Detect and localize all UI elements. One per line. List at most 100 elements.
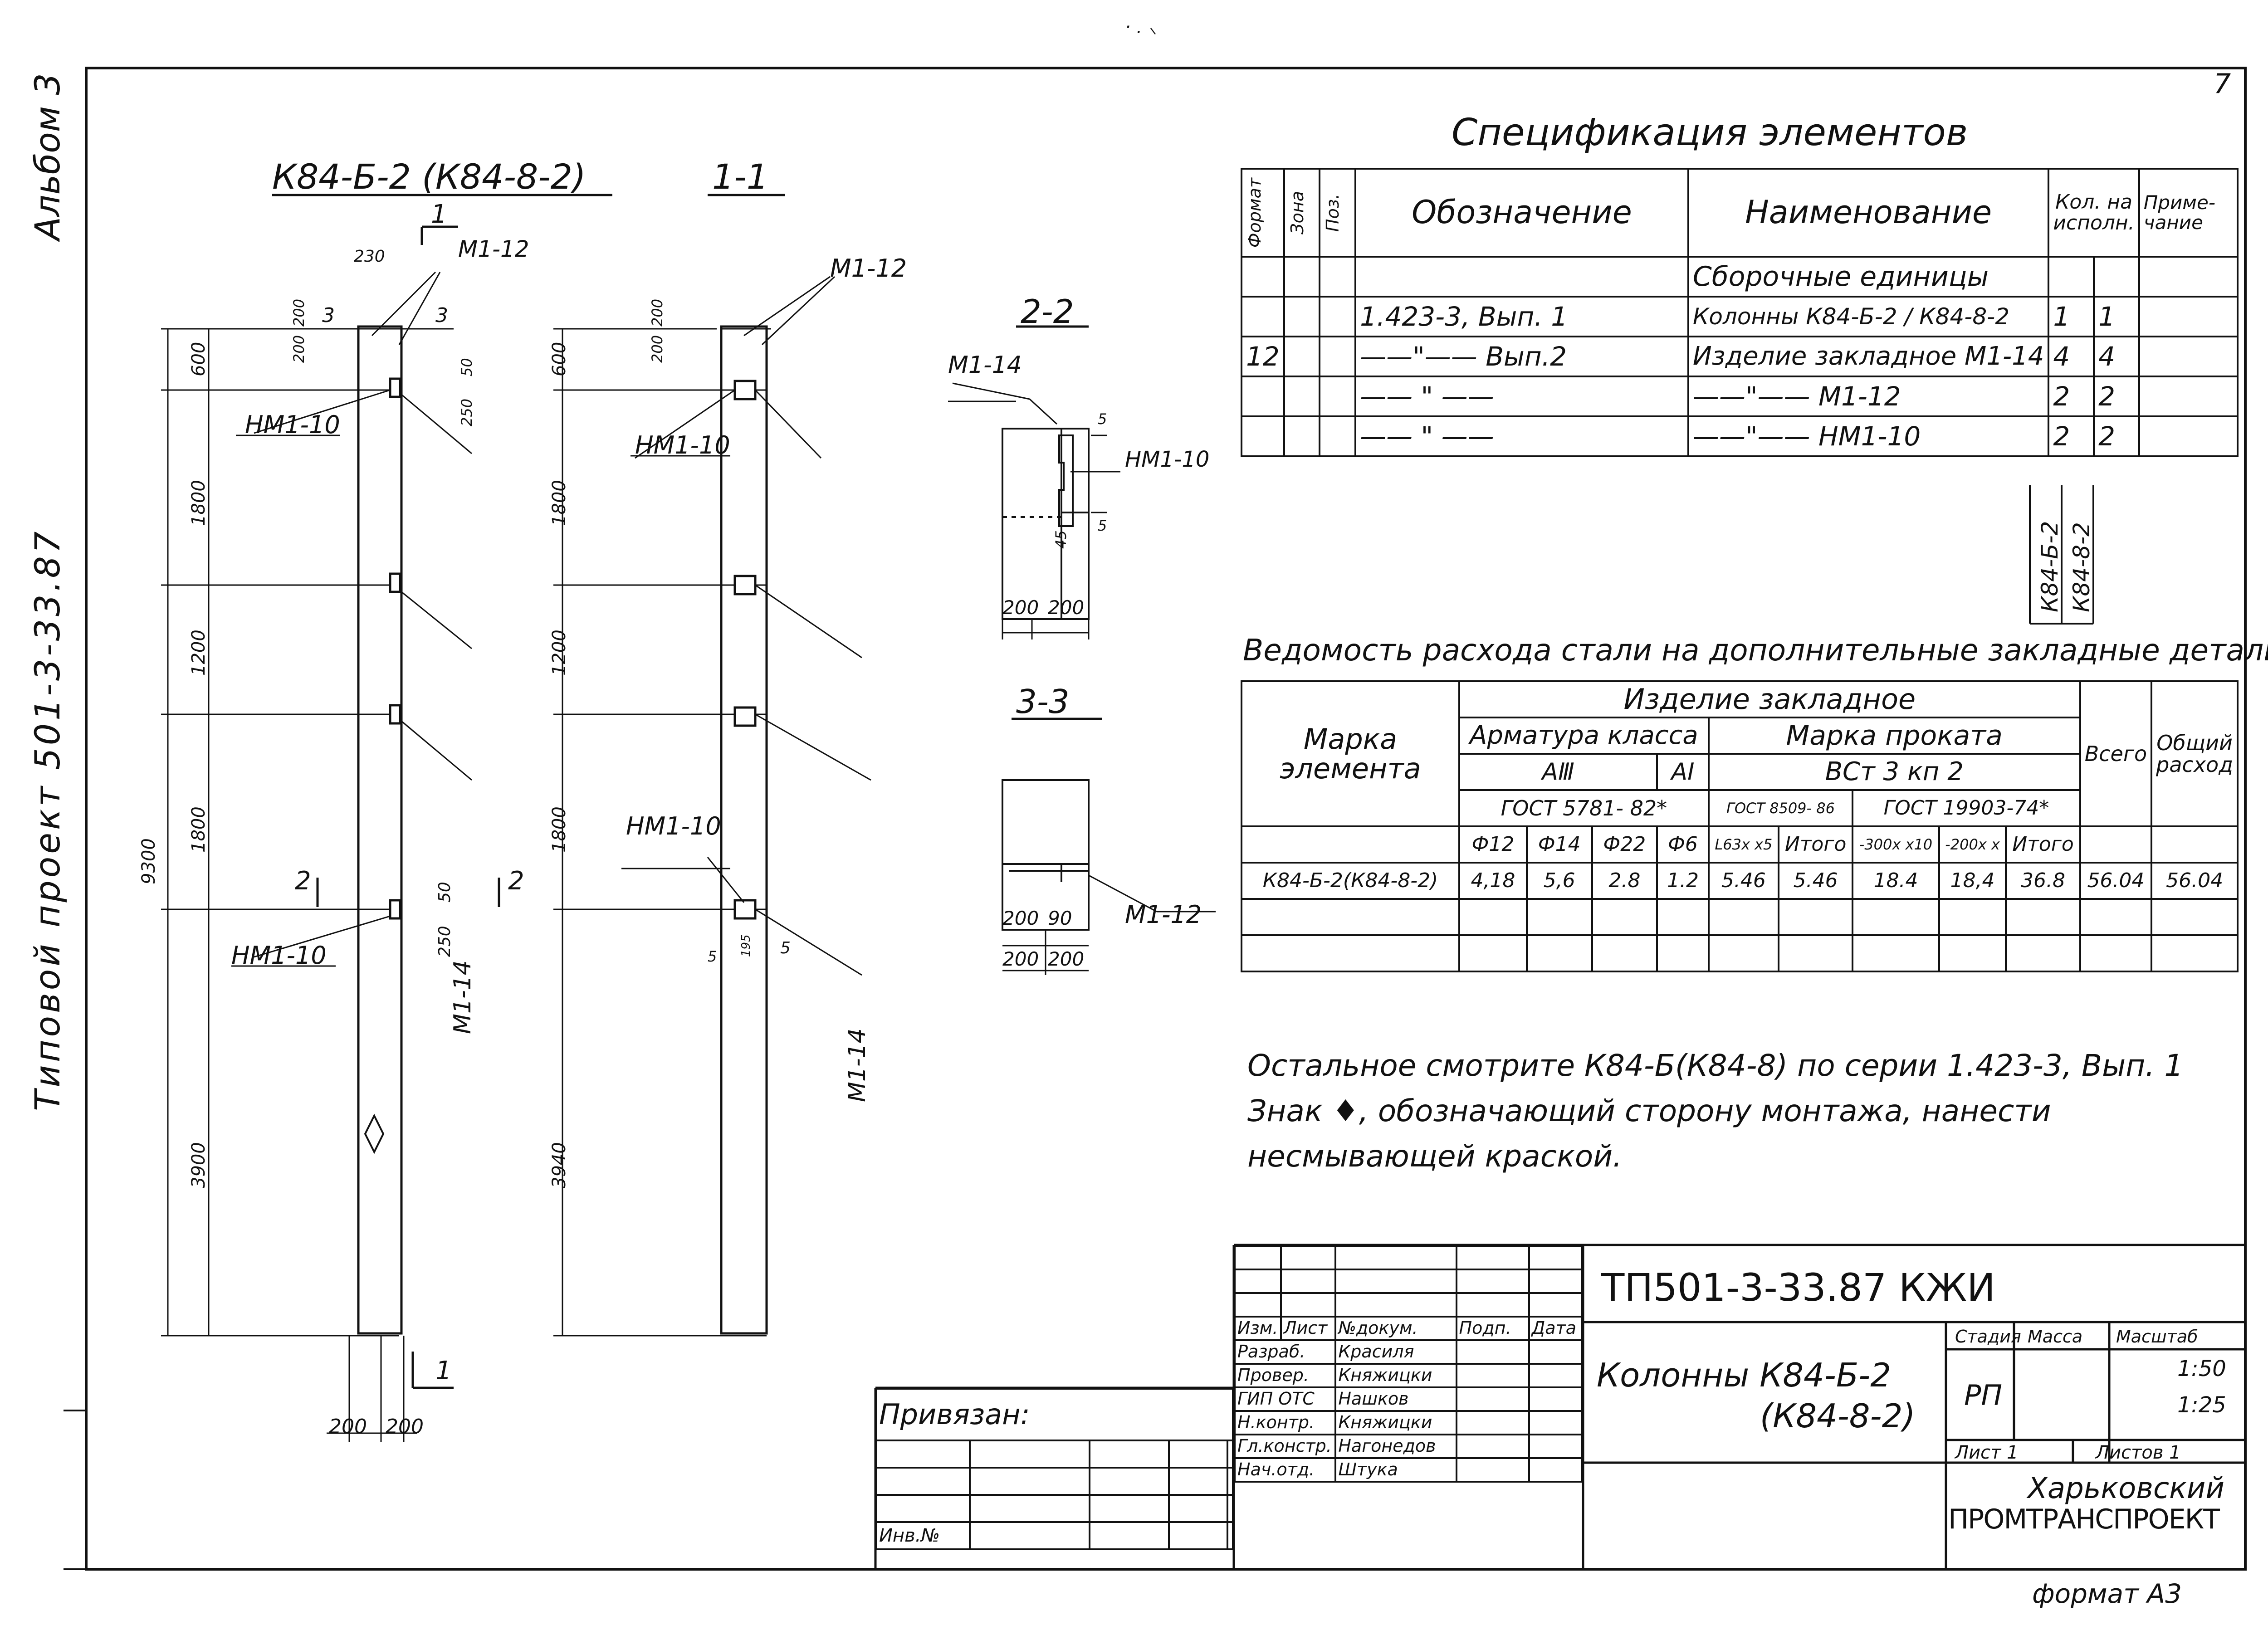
mark-m1-14-22: М1-14 bbox=[948, 351, 1022, 379]
spec-row: Сборочные единицы bbox=[1241, 256, 2239, 298]
steel-h-overall: Общий расход bbox=[2151, 680, 2239, 827]
cut-number-2-left: 2 bbox=[295, 866, 311, 896]
dim-200-e: 200 bbox=[1002, 596, 1039, 619]
steel-h-gost1: ГОСТ 5781- 82* bbox=[1458, 789, 1710, 827]
spec-h-name: Наименование bbox=[1687, 168, 2050, 258]
sig-row: Разраб.Красиля bbox=[1233, 1339, 1584, 1365]
mark-hm1-10-section: НМ1-10 bbox=[635, 431, 730, 459]
binding-table: Привязан: Инв.№ bbox=[875, 1388, 1234, 1550]
inv-label: Инв.№ bbox=[875, 1521, 971, 1550]
dim-200-g: 200 bbox=[1002, 948, 1039, 970]
steel-h-rebar: Арматура класса bbox=[1458, 717, 1710, 755]
spec-table: Формат Зона Поз. Обозначение Наименовани… bbox=[1241, 168, 2239, 457]
cut-number-3-left: 3 bbox=[322, 304, 335, 327]
dim-bottom-200-a: 200 bbox=[329, 1415, 367, 1438]
note-line-1: Остальное смотрите К84-Б(К84-8) по серии… bbox=[1247, 1048, 2184, 1083]
steel-h-a1: АI bbox=[1656, 753, 1710, 791]
steel-col: Ф14 bbox=[1525, 825, 1593, 864]
drawing-title-section-1-1: 1-1 bbox=[712, 156, 769, 197]
sig-col-doc: №докум. bbox=[1334, 1316, 1457, 1341]
spec-variant-1: К84-Б-2 bbox=[2037, 521, 2063, 612]
mark-hm1-10-22: НМ1-10 bbox=[1125, 447, 1210, 472]
steel-col: Итого bbox=[2005, 825, 2081, 864]
spec-h-designation: Обозначение bbox=[1354, 168, 1689, 258]
scale-value-1: 1:50 bbox=[2177, 1356, 2226, 1381]
steel-h-element: Марка элемента bbox=[1241, 680, 1460, 827]
org-name-1: Харьковский bbox=[2028, 1472, 2224, 1505]
object-name-2: (К84-8-2) bbox=[1760, 1397, 1916, 1435]
sig-col-date: Дата bbox=[1528, 1316, 1584, 1341]
dim-200-g2: 200 bbox=[1048, 948, 1085, 970]
mark-m1-12-main: М1-12 bbox=[458, 236, 529, 262]
steel-h-item: Изделие закладное bbox=[1458, 680, 2081, 718]
doc-code: ТП501-3-33.87 КЖИ bbox=[1601, 1265, 1995, 1310]
sheet-number: Лист 1 bbox=[1955, 1442, 2019, 1463]
note-line-2: Знак ♦, обозначающий сторону монтажа, на… bbox=[1247, 1093, 2051, 1128]
object-name: Колонны К84-Б-2 bbox=[1597, 1356, 1892, 1394]
steel-col: Ф6 bbox=[1656, 825, 1710, 864]
note-line-3: несмывающей краской. bbox=[1247, 1139, 1623, 1174]
sig-col-sign: Подп. bbox=[1455, 1316, 1530, 1341]
sig-row: Нач.отд.Штука bbox=[1233, 1457, 1584, 1483]
steel-col: L63x x5 bbox=[1707, 825, 1780, 864]
mark-m1-12-section-33: М1-12 bbox=[1125, 900, 1202, 929]
mark-hm1-10-section-bottom: НМ1-10 bbox=[626, 812, 721, 840]
dim-5-c: 5 bbox=[708, 948, 717, 965]
title-block-lines bbox=[874, 1244, 2245, 1569]
dim-5-b: 5 bbox=[1098, 517, 1107, 534]
corner-sheet-number: 7 bbox=[2214, 68, 2231, 100]
steel-table: Марка элемента Изделие закладное Всего О… bbox=[1241, 680, 2239, 972]
mass-header: Масса bbox=[2028, 1327, 2083, 1347]
steel-h-total: Всего bbox=[2079, 680, 2153, 827]
drawing-title-section-3-3: 3-3 bbox=[1016, 683, 1070, 721]
spec-row: 1.423-3, Вып. 1 Колонны К84-Б-2 / К84-8-… bbox=[1241, 296, 2239, 337]
steel-h-gost2: ГОСТ 8509- 86 bbox=[1707, 789, 1854, 827]
steel-col: Ф22 bbox=[1591, 825, 1658, 864]
steel-h-a3: АⅢ bbox=[1458, 753, 1658, 791]
spec-h-qty: Кол. на исполн. bbox=[2048, 168, 2140, 258]
cut-number-1-bottom: 1 bbox=[435, 1356, 452, 1386]
top-marks: · . ⸜ bbox=[1125, 17, 1157, 38]
dim-200-e2: 200 bbox=[1048, 596, 1085, 619]
steel-h-rolled: Марка проката bbox=[1707, 717, 2081, 755]
cut-number-3-right: 3 bbox=[435, 304, 448, 327]
dim-90: 90 bbox=[1048, 907, 1072, 929]
scale-value-2: 1:25 bbox=[2177, 1392, 2226, 1418]
spec-variant-2: К84-8-2 bbox=[2068, 522, 2095, 612]
drawing-title-main: К84-Б-2 (К84-8-2) bbox=[272, 156, 586, 197]
stage-header: Стадия bbox=[1955, 1327, 2021, 1347]
column-elevation bbox=[161, 225, 500, 1442]
sheet-count: Листов 1 bbox=[2096, 1442, 2181, 1463]
mark-hm1-10-bottom: НМ1-10 bbox=[231, 941, 327, 970]
mark-hm1-10-top: НМ1-10 bbox=[245, 410, 340, 439]
dim-200-f: 200 bbox=[1002, 907, 1039, 929]
dim-5-d: 5 bbox=[780, 939, 791, 957]
spec-title: Спецификация элементов bbox=[1452, 111, 1968, 154]
drawing-title-section-2-2: 2-2 bbox=[1021, 293, 1074, 331]
dim-230: 230 bbox=[354, 247, 385, 266]
cut-number-2-right: 2 bbox=[508, 866, 524, 896]
bound-label: Привязан: bbox=[875, 1388, 1234, 1441]
steel-row: К84-Б-2(К84-8-2) 4,18 5,6 2.8 1.2 5.46 5… bbox=[1241, 862, 2239, 900]
section-3-3 bbox=[1002, 779, 1216, 975]
notes: Остальное смотрите К84-Б(К84-8) по серии… bbox=[1247, 1043, 2183, 1179]
sig-row: Провер.Княжицки bbox=[1233, 1363, 1584, 1388]
section-1-1 bbox=[553, 276, 871, 1337]
stage-value: РП bbox=[1964, 1379, 2003, 1412]
steel-title: Ведомость расхода стали на дополнительны… bbox=[1243, 633, 2268, 668]
steel-col: -300x x10 bbox=[1852, 825, 1940, 864]
cut-number-1-top: 1 bbox=[431, 200, 447, 229]
sig-col-list: Лист bbox=[1280, 1316, 1337, 1341]
mark-m1-12-section: М1-12 bbox=[830, 254, 907, 283]
steel-col: Итого bbox=[1777, 825, 1854, 864]
sig-row: Гл.констр.Нагонедов bbox=[1233, 1434, 1584, 1459]
spec-row: 12 ——"—— Вып.2 Изделие закладное М1-14 4… bbox=[1241, 336, 2239, 377]
signature-table: Изм. Лист №докум. Подп. Дата Разраб.Крас… bbox=[1233, 1245, 1584, 1483]
sig-row: Н.контр.Княжицки bbox=[1233, 1410, 1584, 1435]
steel-h-st: ВСт 3 кп 2 bbox=[1707, 753, 2081, 791]
steel-col: -200x x bbox=[1938, 825, 2007, 864]
